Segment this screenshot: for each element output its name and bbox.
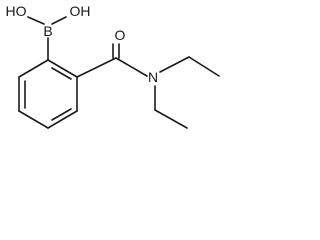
- boron-oh-bond: [51, 16, 67, 25]
- ethyl-bond: [159, 56, 190, 73]
- ring-bond: [18, 110, 49, 129]
- ring-carbonyl-bond: [76, 57, 117, 78]
- hydroxyl-right-label: OH: [70, 3, 91, 19]
- ethyl-bond: [188, 56, 220, 77]
- oxygen-label: O: [115, 27, 126, 43]
- carbonyl-nitrogen-bond: [115, 57, 148, 77]
- benzene-ring: [18, 59, 78, 129]
- ring-bond: [47, 110, 78, 129]
- diethylamide-group: O N: [76, 27, 220, 129]
- chemical-structure: B HO OH O N: [6, 3, 220, 129]
- ring-double-bond: [51, 108, 72, 121]
- boron-oh-bond: [27, 16, 45, 25]
- ethyl-bond: [154, 109, 188, 129]
- nitrogen-label: N: [148, 69, 158, 85]
- hydroxyl-left-label: HO: [6, 3, 27, 19]
- boronic-acid-group: B HO OH: [6, 3, 91, 61]
- boron-label: B: [43, 23, 52, 39]
- ring-double-bond: [51, 67, 72, 80]
- ring-bond: [47, 59, 78, 78]
- ring-bond: [18, 59, 49, 78]
